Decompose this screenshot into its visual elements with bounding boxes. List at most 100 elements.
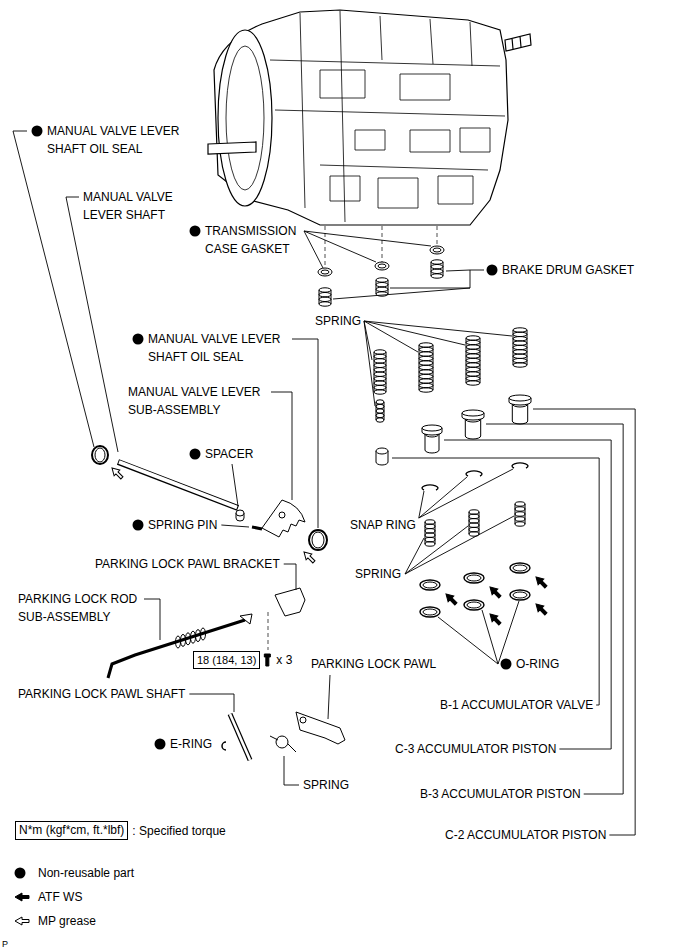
- spring-side: [374, 352, 386, 392]
- leader-line: [419, 469, 513, 518]
- torsion-spring: [270, 736, 296, 752]
- ring-outer: [92, 446, 108, 464]
- ring-inner: [513, 565, 527, 571]
- leader-line: [333, 288, 470, 299]
- coil-spring: [425, 520, 435, 546]
- torque-box: 18 (184, 13): [193, 651, 260, 669]
- ring: [92, 446, 108, 464]
- spring-coil: [466, 340, 480, 344]
- leader-line: [405, 526, 468, 574]
- snap-ring: [422, 485, 438, 490]
- spring-coil: [319, 292, 331, 296]
- leader-line: [284, 564, 296, 590]
- leader-line: [446, 270, 484, 271]
- spring-coil: [466, 358, 480, 362]
- spring-coil: [469, 510, 479, 514]
- spring-coil: [513, 363, 527, 367]
- spring-coil: [374, 381, 386, 385]
- spring-coil: [419, 379, 433, 383]
- spring-coil: [419, 343, 433, 347]
- grease-arrow: [301, 549, 317, 565]
- spring-coil: [374, 354, 386, 358]
- coil-spring: [515, 502, 525, 526]
- spring-coil: [513, 328, 527, 332]
- ring: [464, 600, 484, 610]
- ring-inner: [433, 248, 441, 252]
- leader-line: [364, 321, 512, 336]
- spring-coil: [376, 404, 384, 408]
- ring: [318, 268, 332, 276]
- legend-row: Non-reusable part: [12, 864, 134, 882]
- leader-line: [304, 231, 323, 268]
- spring-coil: [419, 347, 433, 351]
- non-reusable-dot: [501, 659, 512, 670]
- spring-side: [469, 512, 479, 534]
- spring-coil: [376, 409, 384, 413]
- ring-outer: [375, 262, 389, 270]
- manual-valve-lever: [262, 500, 305, 537]
- coil-spring: [419, 343, 433, 392]
- pawl-bracket: [275, 588, 305, 616]
- part-name: SPACER: [205, 445, 253, 463]
- legend-row: ATF WS: [12, 888, 82, 906]
- leader-line: [13, 131, 94, 447]
- spring-coil: [425, 529, 435, 533]
- bell-housing: [218, 30, 272, 206]
- leader-line: [304, 231, 431, 246]
- atf-arrow: [533, 601, 549, 617]
- legend-text: ATF WS: [38, 888, 82, 906]
- pawl-shaft-face: [230, 714, 250, 760]
- leader-line: [498, 601, 519, 664]
- ring: [464, 573, 484, 583]
- torque-box: N*m (kgf*cm, ft.*lbf): [15, 821, 128, 840]
- ring-outer: [464, 573, 484, 583]
- part-name: C-3 ACCUMULATOR PISTON: [395, 740, 556, 758]
- leader-line: [419, 477, 467, 518]
- spring-coil: [376, 282, 388, 286]
- leader-lines: [13, 131, 635, 835]
- non-reusable-dot: [133, 520, 144, 531]
- spring-coil: [419, 356, 433, 360]
- ring-inner: [467, 602, 481, 608]
- spring-coil: [419, 352, 433, 356]
- rod-cone: [240, 614, 252, 624]
- grease-arrow: [109, 465, 125, 481]
- leader-line: [66, 197, 118, 452]
- leader-line: [486, 424, 623, 794]
- spring-coil: [466, 336, 480, 340]
- leader-line: [533, 409, 635, 835]
- part-name: B-3 ACCUMULATOR PISTON: [420, 785, 581, 803]
- ring: [420, 580, 440, 590]
- ring: [309, 530, 327, 550]
- ring-inner: [312, 532, 324, 548]
- coil-spring: [431, 260, 443, 278]
- leader-line: [482, 610, 498, 664]
- spring-coil: [431, 269, 443, 273]
- ring-outer: [420, 607, 440, 617]
- part-name: MANUAL VALVE LEVER SHAFT OIL SEAL: [47, 122, 207, 158]
- coil-spring: [319, 288, 331, 306]
- spring-coil: [466, 381, 480, 385]
- spring-coil: [515, 512, 525, 516]
- part-name: SPRING: [355, 565, 401, 583]
- legend-swatch: [12, 890, 32, 904]
- rod-spring-coil: [186, 633, 191, 645]
- spring-coil: [466, 349, 480, 353]
- output-shaft: [505, 34, 531, 51]
- part-name: C-2 ACCUMULATOR PISTON: [445, 826, 606, 844]
- part-name: SPRING: [315, 312, 361, 330]
- piston-flange: [509, 395, 531, 405]
- parts: [92, 246, 549, 760]
- part-name: MANUAL VALVE LEVER SHAFT: [83, 188, 193, 224]
- ring-inner: [95, 448, 105, 462]
- leader-line: [292, 339, 318, 528]
- spring-coil: [376, 287, 388, 291]
- spring-coil: [374, 376, 386, 380]
- part-name: SPRING: [303, 776, 349, 794]
- ring: [430, 246, 444, 254]
- spacer: [236, 510, 244, 521]
- part-name: PARKING LOCK PAWL SHAFT: [18, 685, 185, 703]
- ring-outer: [318, 268, 332, 276]
- spring-coil: [319, 297, 331, 301]
- atf-arrow: [533, 574, 549, 590]
